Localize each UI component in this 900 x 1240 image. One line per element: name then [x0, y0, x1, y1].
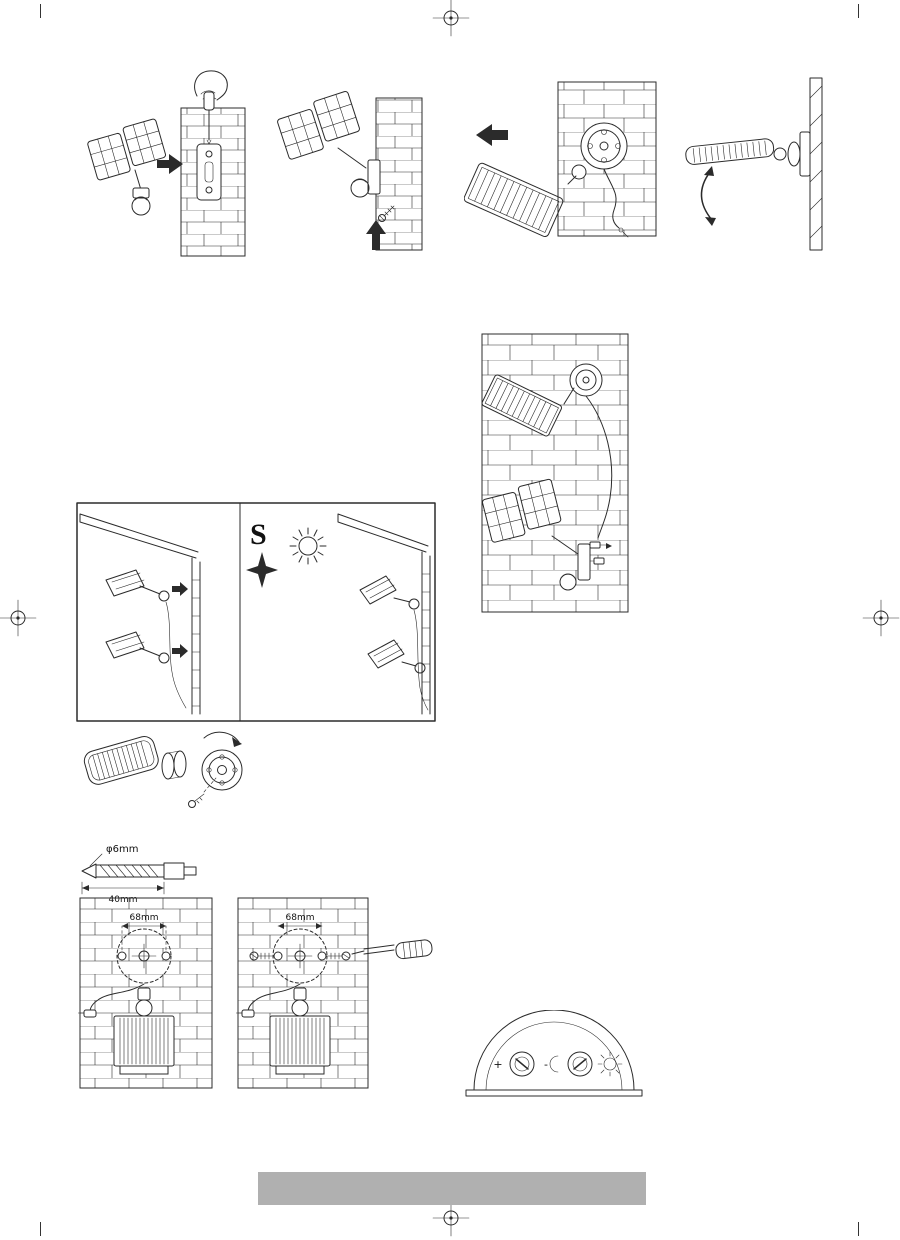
- registration-target-icon: [0, 599, 37, 637]
- ball-joint: [567, 164, 587, 185]
- sensor-housing: [465, 1010, 643, 1097]
- mount-template: [272, 928, 328, 984]
- registration-target-icon: [432, 1199, 470, 1237]
- solar-panel-side: [685, 138, 775, 165]
- minus-label: -: [544, 1058, 548, 1071]
- sensor-light-unit: [113, 987, 175, 1075]
- led-light-unit: [482, 478, 591, 591]
- cable: [236, 983, 301, 1018]
- crop-mark-top-left: [40, 4, 41, 18]
- figure-head-assembly-exploded: [83, 731, 243, 808]
- screw-icon: [188, 777, 217, 808]
- figure-wall-installation-overview: [481, 333, 629, 613]
- figure-solar-panel-mount-step: [464, 81, 657, 238]
- compass-star-icon: [246, 552, 278, 588]
- moon-icon: [549, 1055, 559, 1073]
- wall-section: [809, 77, 823, 251]
- screw-icon: [378, 205, 395, 222]
- screw-right-icon: [327, 951, 351, 961]
- led-light-unit: [87, 118, 167, 216]
- tilt-arrow-icon: [700, 166, 716, 226]
- screw-left-icon: [249, 951, 273, 961]
- cable: [78, 983, 145, 1018]
- sun-icon: [289, 527, 327, 565]
- registration-mark-right: [862, 599, 900, 637]
- figure-drill-holes-template: 68mm: [78, 897, 213, 1089]
- hole-spacing-label: 68mm: [286, 913, 315, 923]
- registration-mark-bottom: [432, 1199, 470, 1237]
- plus-label: +: [493, 1058, 502, 1071]
- knob-left: [509, 1051, 535, 1077]
- crop-mark-bottom-left: [40, 1222, 41, 1236]
- registration-mark-top: [432, 0, 470, 37]
- brick-wall: [375, 97, 423, 251]
- brick-wall: [481, 333, 629, 613]
- round-wall-mount: [580, 122, 628, 170]
- solar-panel: [481, 374, 575, 437]
- arrow-right-icon: [172, 582, 188, 596]
- drill-diameter-label: φ6mm: [106, 844, 138, 855]
- mount-template: [116, 925, 172, 984]
- south-label: S: [250, 518, 267, 551]
- light-unit: [359, 575, 420, 610]
- arrow-right-icon: [172, 644, 188, 658]
- rotate-arrow-icon: [203, 731, 242, 747]
- arrow-right-icon: [157, 154, 183, 174]
- figure-orientation-diagram: S: [76, 502, 436, 722]
- spacing-dimension: 68mm: [277, 913, 323, 929]
- screwdriver-icon: [351, 939, 433, 960]
- solar-panel: [464, 162, 564, 238]
- registration-mark-left: [0, 599, 37, 637]
- crop-mark-top-right: [858, 4, 859, 18]
- led-light-unit: [277, 90, 381, 198]
- label-leader: [89, 853, 103, 867]
- light-unit: [367, 639, 426, 674]
- registration-target-icon: [432, 0, 470, 37]
- collar: [161, 750, 187, 780]
- sun-small-icon: [597, 1051, 623, 1077]
- figure-screw-mounting: 68mm: [236, 897, 433, 1089]
- round-wall-mount: [569, 363, 603, 397]
- figure-mount-bracket-step: [87, 70, 246, 257]
- drill-bit: [81, 862, 197, 880]
- cable: [582, 395, 613, 565]
- figure-fix-light-step: [277, 90, 423, 251]
- right-scene: [337, 513, 431, 715]
- knob-right: [567, 1051, 593, 1077]
- spacing-dimension: 68mm: [121, 913, 167, 929]
- figure-solar-panel-tilt-step: [685, 77, 823, 251]
- wall-bracket: [773, 131, 811, 177]
- crop-mark-bottom-right: [858, 1222, 859, 1236]
- title-bar-placeholder: [258, 1172, 646, 1205]
- diagram-border: [76, 502, 436, 722]
- cable: [413, 609, 429, 711]
- hand-screwdriver-icon: [194, 70, 228, 145]
- mounting-plate: [196, 143, 222, 201]
- mount-cap: [201, 749, 243, 791]
- hole-spacing-label: 68mm: [130, 913, 159, 923]
- figure-sensor-adjustment-knobs: + -: [465, 1010, 643, 1097]
- light-unit: [105, 631, 188, 664]
- sensor-light-unit: [269, 987, 331, 1075]
- left-scene: [79, 513, 201, 715]
- light-unit: [105, 569, 188, 602]
- registration-target-icon: [862, 599, 900, 637]
- lamp-head: [83, 736, 159, 785]
- cable: [165, 601, 187, 709]
- arrow-up-icon: [366, 220, 386, 250]
- orientation-symbols: S: [246, 518, 327, 588]
- cable: [603, 168, 629, 238]
- arrow-left-icon: [476, 124, 508, 146]
